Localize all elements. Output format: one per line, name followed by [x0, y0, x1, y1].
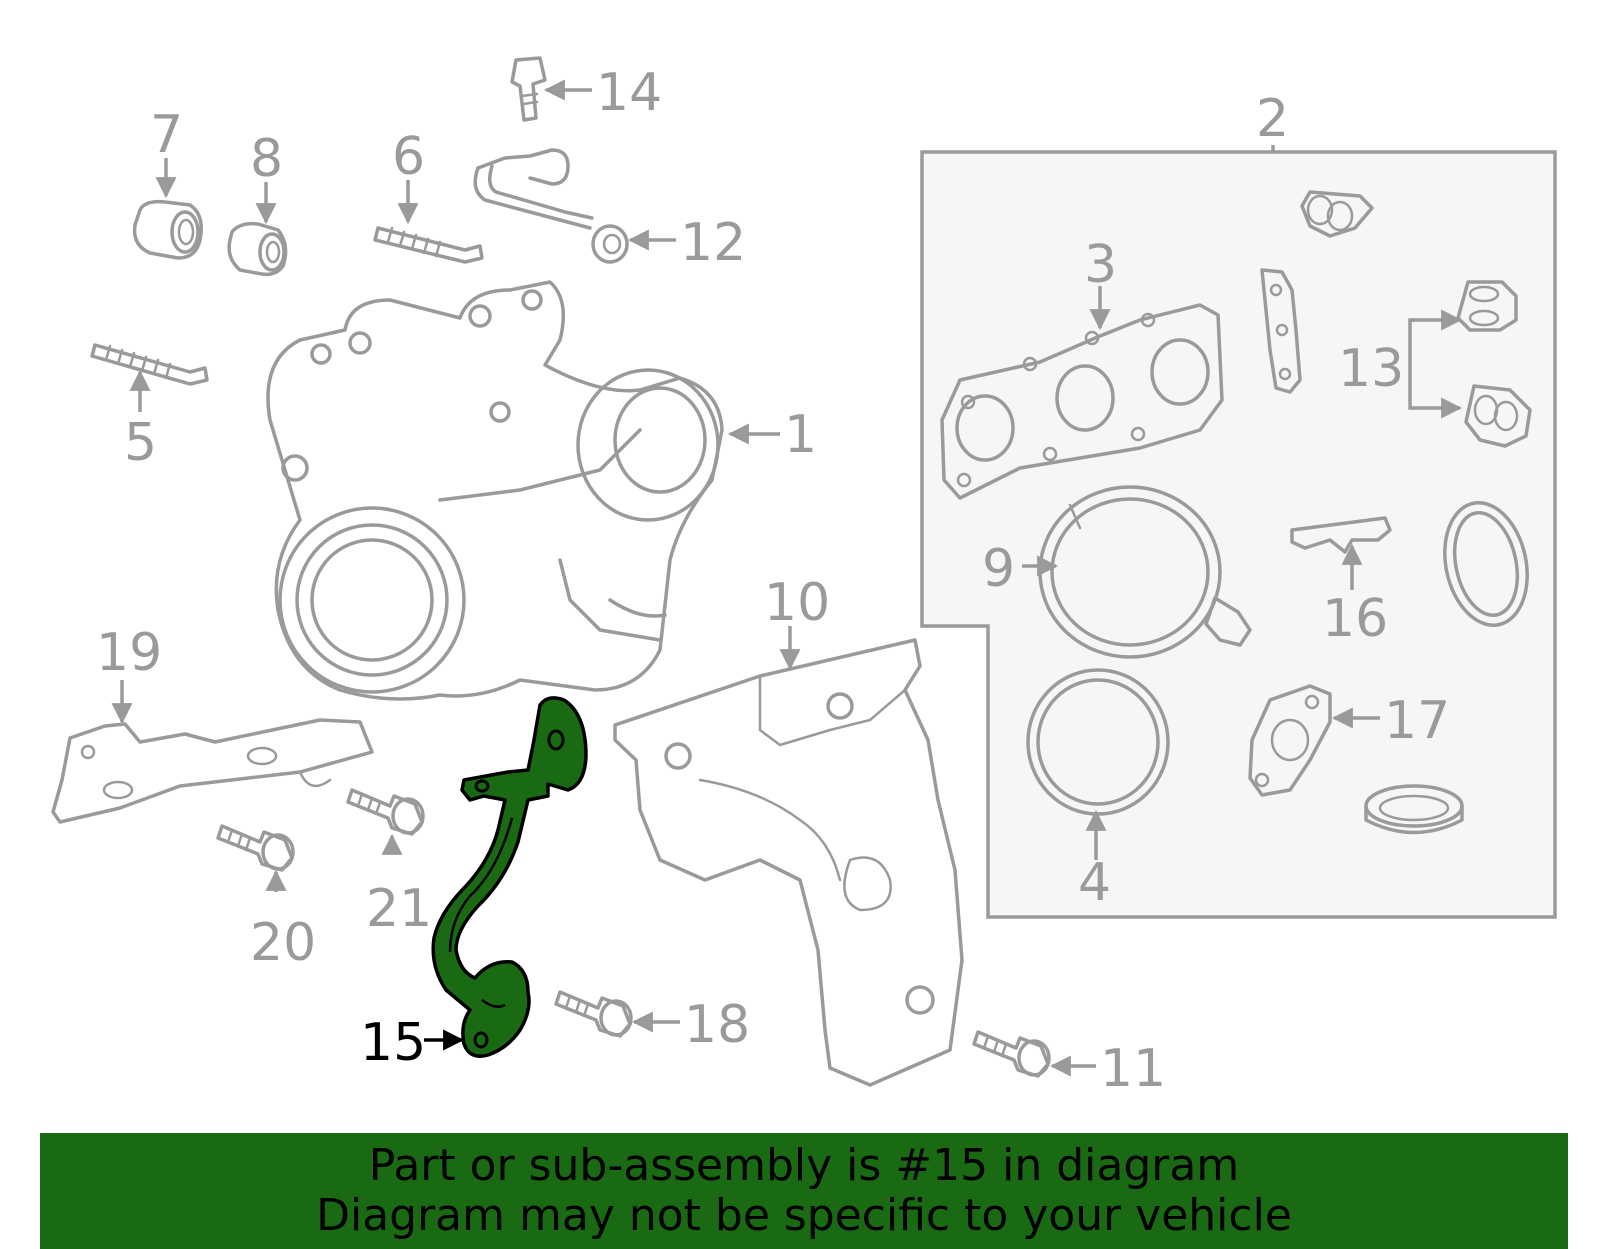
turbocharger-part	[266, 280, 724, 701]
seal-bottom-right	[1364, 784, 1464, 835]
bushing-part-8	[227, 221, 288, 277]
banjo-bolt-part-14	[510, 56, 547, 122]
callout-3: 3	[1084, 235, 1117, 295]
callout-9: 9	[982, 539, 1015, 599]
seal-ring-right	[1443, 501, 1529, 627]
callout-1: 1	[784, 405, 817, 465]
stud-part-6	[373, 226, 484, 264]
bolt-part-20	[216, 824, 295, 872]
callout-20: 20	[250, 913, 316, 973]
heat-shield-part-10	[613, 638, 964, 1087]
oil-pipe-part-15-highlight[interactable]	[431, 696, 588, 1058]
gasket-part-3	[940, 303, 1224, 500]
callout-7: 7	[150, 105, 183, 165]
callout-13: 13	[1338, 339, 1404, 399]
parts-diagram: 1 2 3 4 5 6 7 8 9 10 11 12 13 14 15 16 1…	[51, 56, 1557, 1099]
gasket-small-top	[1300, 190, 1374, 238]
bushing-part-7	[132, 199, 203, 260]
bolt-part-18	[554, 990, 633, 1038]
bolt-part-21	[346, 788, 425, 836]
callout-10: 10	[764, 573, 830, 633]
banner-line-2: Diagram may not be specific to your vehi…	[316, 1190, 1292, 1241]
callout-6: 6	[392, 127, 425, 187]
gasket-part-17	[1248, 684, 1332, 797]
callout-12: 12	[680, 213, 746, 273]
callout-14: 14	[596, 63, 662, 123]
oil-line-part-12	[473, 148, 629, 264]
callout-18: 18	[684, 995, 750, 1055]
callout-15: 15	[360, 1013, 426, 1073]
callout-19: 19	[96, 623, 162, 683]
gasket-strip	[1260, 268, 1302, 394]
callout-11: 11	[1100, 1039, 1166, 1099]
callout-4: 4	[1078, 853, 1111, 913]
stud-part-5	[90, 343, 209, 386]
callout-17: 17	[1384, 691, 1450, 751]
callout-2: 2	[1256, 89, 1289, 149]
callout-8: 8	[250, 129, 283, 189]
leader-lines	[111, 79, 1463, 1077]
callout-16: 16	[1322, 589, 1388, 649]
bolt-part-11	[972, 1030, 1051, 1078]
callout-21: 21	[366, 879, 432, 939]
callout-labels: 1 2 3 4 5 6 7 8 9 10 11 12 13 14 15 16 1…	[96, 63, 1450, 1099]
info-banner: Part or sub-assembly is #15 in diagram D…	[40, 1133, 1568, 1249]
bracket-part-19	[51, 718, 374, 824]
banner-line-1: Part or sub-assembly is #15 in diagram	[368, 1140, 1240, 1191]
callout-5: 5	[124, 413, 157, 473]
